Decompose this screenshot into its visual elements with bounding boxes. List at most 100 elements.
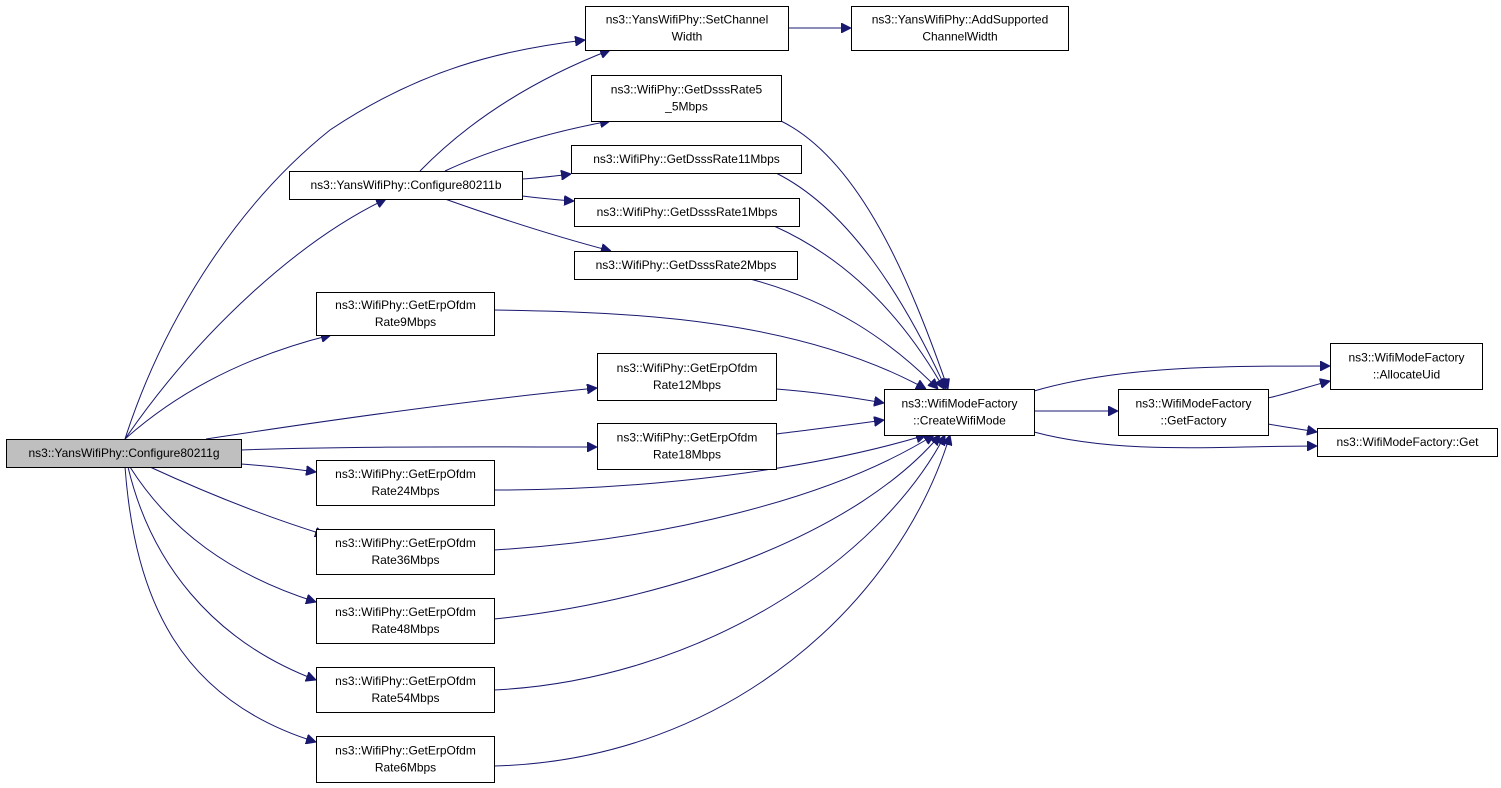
edge-configure80211g-to-getErpOfdm9 [124,335,331,440]
edge-configure80211b-to-getDsssRate2 [444,198,611,251]
edge-configure80211g-to-configure80211b [124,199,386,440]
edge-configure80211g-to-getErpOfdm18 [240,447,597,450]
nodes-layer: ns3::YansWifiPhy::Configure80211g ns3::Ya… [6,6,1498,783]
node-label: Rate18Mbps [653,448,721,462]
node-label: ::AllocateUid [1373,368,1440,382]
edge-configure80211g-to-getErpOfdm48 [129,466,316,602]
node-box [316,667,495,713]
node-label: ns3::WifiPhy::GetErpOfdm [617,431,758,445]
node-label: _5Mbps [664,100,708,114]
node-label: ns3::WifiPhy::GetErpOfdm [335,744,476,758]
node-label: ns3::YansWifiPhy::Configure80211g [29,446,220,460]
edge-configure80211g-to-getErpOfdm24 [240,463,316,472]
edge-getFactory-to-get [1267,423,1317,432]
node-label: Rate9Mbps [375,315,436,329]
edge-getErpOfdm12-to-createWifiMode [775,388,884,403]
node-label: ns3::YansWifiPhy::AddSupported [872,13,1049,27]
edge-createWifiMode-to-allocateUid [1033,366,1330,392]
edge-configure80211g-to-getErpOfdm12 [205,388,597,440]
node-label: Rate12Mbps [653,378,721,392]
node-box [316,460,495,506]
node-label: ns3::WifiPhy::GetErpOfdm [617,361,758,375]
node-label: ns3::WifiPhy::GetDsssRate2Mbps [596,258,777,272]
node-label: ChannelWidth [922,30,997,44]
edge-configure80211g-to-getErpOfdm36 [149,466,325,535]
node-box [574,198,800,227]
node-box [316,529,495,575]
node-getDsssRate5_5[interactable]: ns3::WifiPhy::GetDsssRate5_5Mbps [591,75,782,122]
node-box [571,145,802,174]
edge-createWifiMode-to-get [1033,431,1317,448]
node-label: ns3::WifiPhy::GetErpOfdm [335,674,476,688]
edge-configure80211g-to-getErpOfdm54 [127,466,316,680]
edge-getDsssRate2-to-createWifiMode [749,278,938,389]
node-box [289,171,523,200]
edge-getErpOfdm9-to-createWifiMode [493,309,926,389]
node-box [316,598,495,644]
node-configure80211b[interactable]: ns3::YansWifiPhy::Configure80211b [289,171,523,200]
edge-getDsssRate1-to-createWifiMode [773,225,944,389]
edge-getFactory-to-allocateUid [1267,381,1330,399]
node-label: Width [672,30,703,44]
node-label: ns3::WifiPhy::GetErpOfdm [335,467,476,481]
node-box [1317,428,1498,457]
node-label: ns3::YansWifiPhy::Configure80211b [311,178,502,192]
node-label: ns3::WifiPhy::GetDsssRate1Mbps [597,205,778,219]
node-box [316,736,495,783]
node-getFactory[interactable]: ns3::WifiModeFactory::GetFactory [1118,389,1269,436]
node-label: ns3::WifiModeFactory [901,397,1017,411]
edge-configure80211b-to-getDsssRate1 [521,196,574,201]
node-label: ns3::WifiPhy::GetErpOfdm [335,605,476,619]
node-addSupportedChannelWidth[interactable]: ns3::YansWifiPhy::AddSupportedChannelWid… [851,6,1069,51]
node-box [597,353,777,401]
edges-layer [124,28,1330,767]
node-getDsssRate11[interactable]: ns3::WifiPhy::GetDsssRate11Mbps [571,145,802,174]
node-label: ns3::WifiPhy::GetDsssRate5 [611,83,763,97]
node-createWifiMode[interactable]: ns3::WifiModeFactory::CreateWifiMode [884,389,1035,436]
node-box [585,6,789,51]
edge-configure80211b-to-getDsssRate5_5 [444,121,610,172]
node-label: ::GetFactory [1160,414,1226,428]
edge-getDsssRate5_5-to-createWifiMode [780,120,948,389]
node-label: ns3::WifiModeFactory [1348,351,1464,365]
node-box [1330,343,1483,390]
node-box [884,389,1035,436]
edge-getErpOfdm48-to-createWifiMode [493,435,940,620]
edge-configure80211b-to-setChannelWidth [419,50,610,172]
edge-getErpOfdm36-to-createWifiMode [493,435,934,551]
node-box [597,423,777,470]
node-label: ns3::YansWifiPhy::SetChannel [606,13,769,27]
node-allocateUid[interactable]: ns3::WifiModeFactory::AllocateUid [1330,343,1483,390]
node-box [6,439,242,468]
edge-getErpOfdm24-to-createWifiMode [493,435,926,491]
node-getDsssRate2[interactable]: ns3::WifiPhy::GetDsssRate2Mbps [574,251,798,280]
node-label: ns3::WifiModeFactory [1135,397,1251,411]
edge-getErpOfdm6-to-createWifiMode [493,435,950,767]
node-box [851,6,1069,51]
node-getDsssRate1[interactable]: ns3::WifiPhy::GetDsssRate1Mbps [574,198,800,227]
node-label: ns3::WifiPhy::GetErpOfdm [335,298,476,312]
node-label: ns3::WifiPhy::GetDsssRate11Mbps [593,152,780,166]
edge-getDsssRate11-to-createWifiMode [775,172,946,389]
node-label: Rate24Mbps [371,484,439,498]
edge-getErpOfdm54-to-createWifiMode [493,435,945,691]
node-label: ns3::WifiModeFactory::Get [1336,435,1479,449]
node-label: ::CreateWifiMode [913,414,1006,428]
edge-configure80211b-to-getDsssRate11 [521,174,571,179]
edge-configure80211g-to-setChannelWidth [124,40,585,440]
node-get[interactable]: ns3::WifiModeFactory::Get [1317,428,1498,457]
edge-getErpOfdm18-to-createWifiMode [775,420,884,435]
node-label: Rate36Mbps [371,553,439,567]
node-configure80211g[interactable]: ns3::YansWifiPhy::Configure80211g [6,439,242,468]
node-label: Rate6Mbps [375,761,436,775]
